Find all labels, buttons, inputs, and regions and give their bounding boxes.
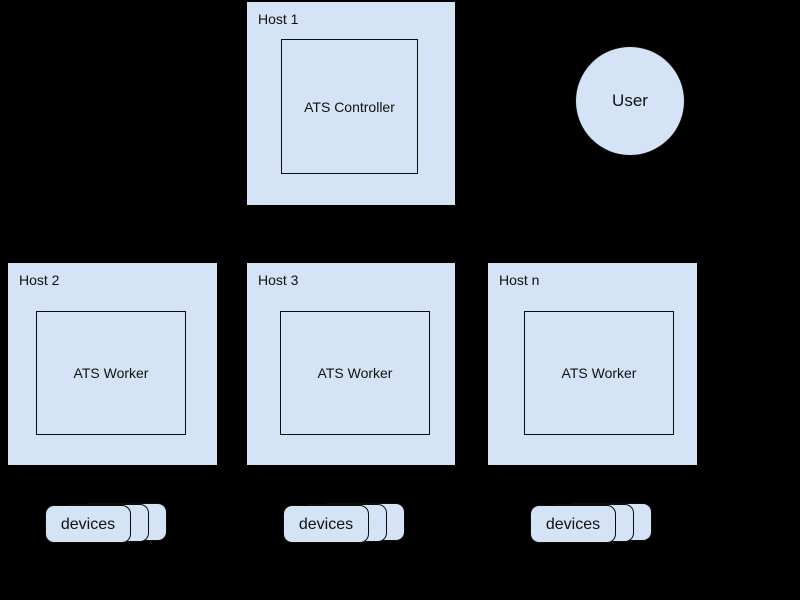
service-box-ats-worker-host-n[interactable]: ATS Worker [524, 311, 674, 435]
host-label-host-3: Host 3 [258, 272, 299, 288]
devices-label-host-3: devices [298, 515, 354, 533]
host-label-host-n: Host n [499, 272, 540, 288]
host-label-host-1: Host 1 [258, 11, 299, 27]
service-box-ats-worker-host-2[interactable]: ATS Worker [36, 311, 186, 435]
service-label-ats-worker-host-2: ATS Worker [73, 365, 149, 381]
service-box-ats-worker-host-3[interactable]: ATS Worker [280, 311, 430, 435]
host-box-host-2[interactable]: Host 2 ATS Worker [8, 263, 217, 465]
host-box-host-n[interactable]: Host n ATS Worker [488, 263, 697, 465]
host-box-host-3[interactable]: Host 3 ATS Worker [247, 263, 455, 465]
devices-label-host-2: devices [60, 515, 116, 533]
devices-label-host-n: devices [545, 515, 601, 533]
service-label-ats-worker-host-3: ATS Worker [317, 365, 393, 381]
service-label-ats-controller: ATS Controller [304, 98, 395, 115]
devices-sheet-front[interactable]: devices [283, 505, 369, 543]
user-label: User [612, 91, 648, 110]
devices-stack-host-2[interactable]: devices [45, 502, 170, 544]
service-box-ats-controller[interactable]: ATS Controller [281, 39, 418, 174]
user-node[interactable]: User [575, 46, 685, 156]
host-label-host-2: Host 2 [19, 272, 60, 288]
devices-sheet-front[interactable]: devices [530, 505, 616, 543]
service-label-ats-worker-host-n: ATS Worker [561, 365, 637, 381]
devices-stack-host-n[interactable]: devices [530, 502, 655, 544]
devices-sheet-front[interactable]: devices [45, 505, 131, 543]
host-box-host-1[interactable]: Host 1 ATS Controller [247, 2, 455, 205]
devices-stack-host-3[interactable]: devices [283, 502, 408, 544]
